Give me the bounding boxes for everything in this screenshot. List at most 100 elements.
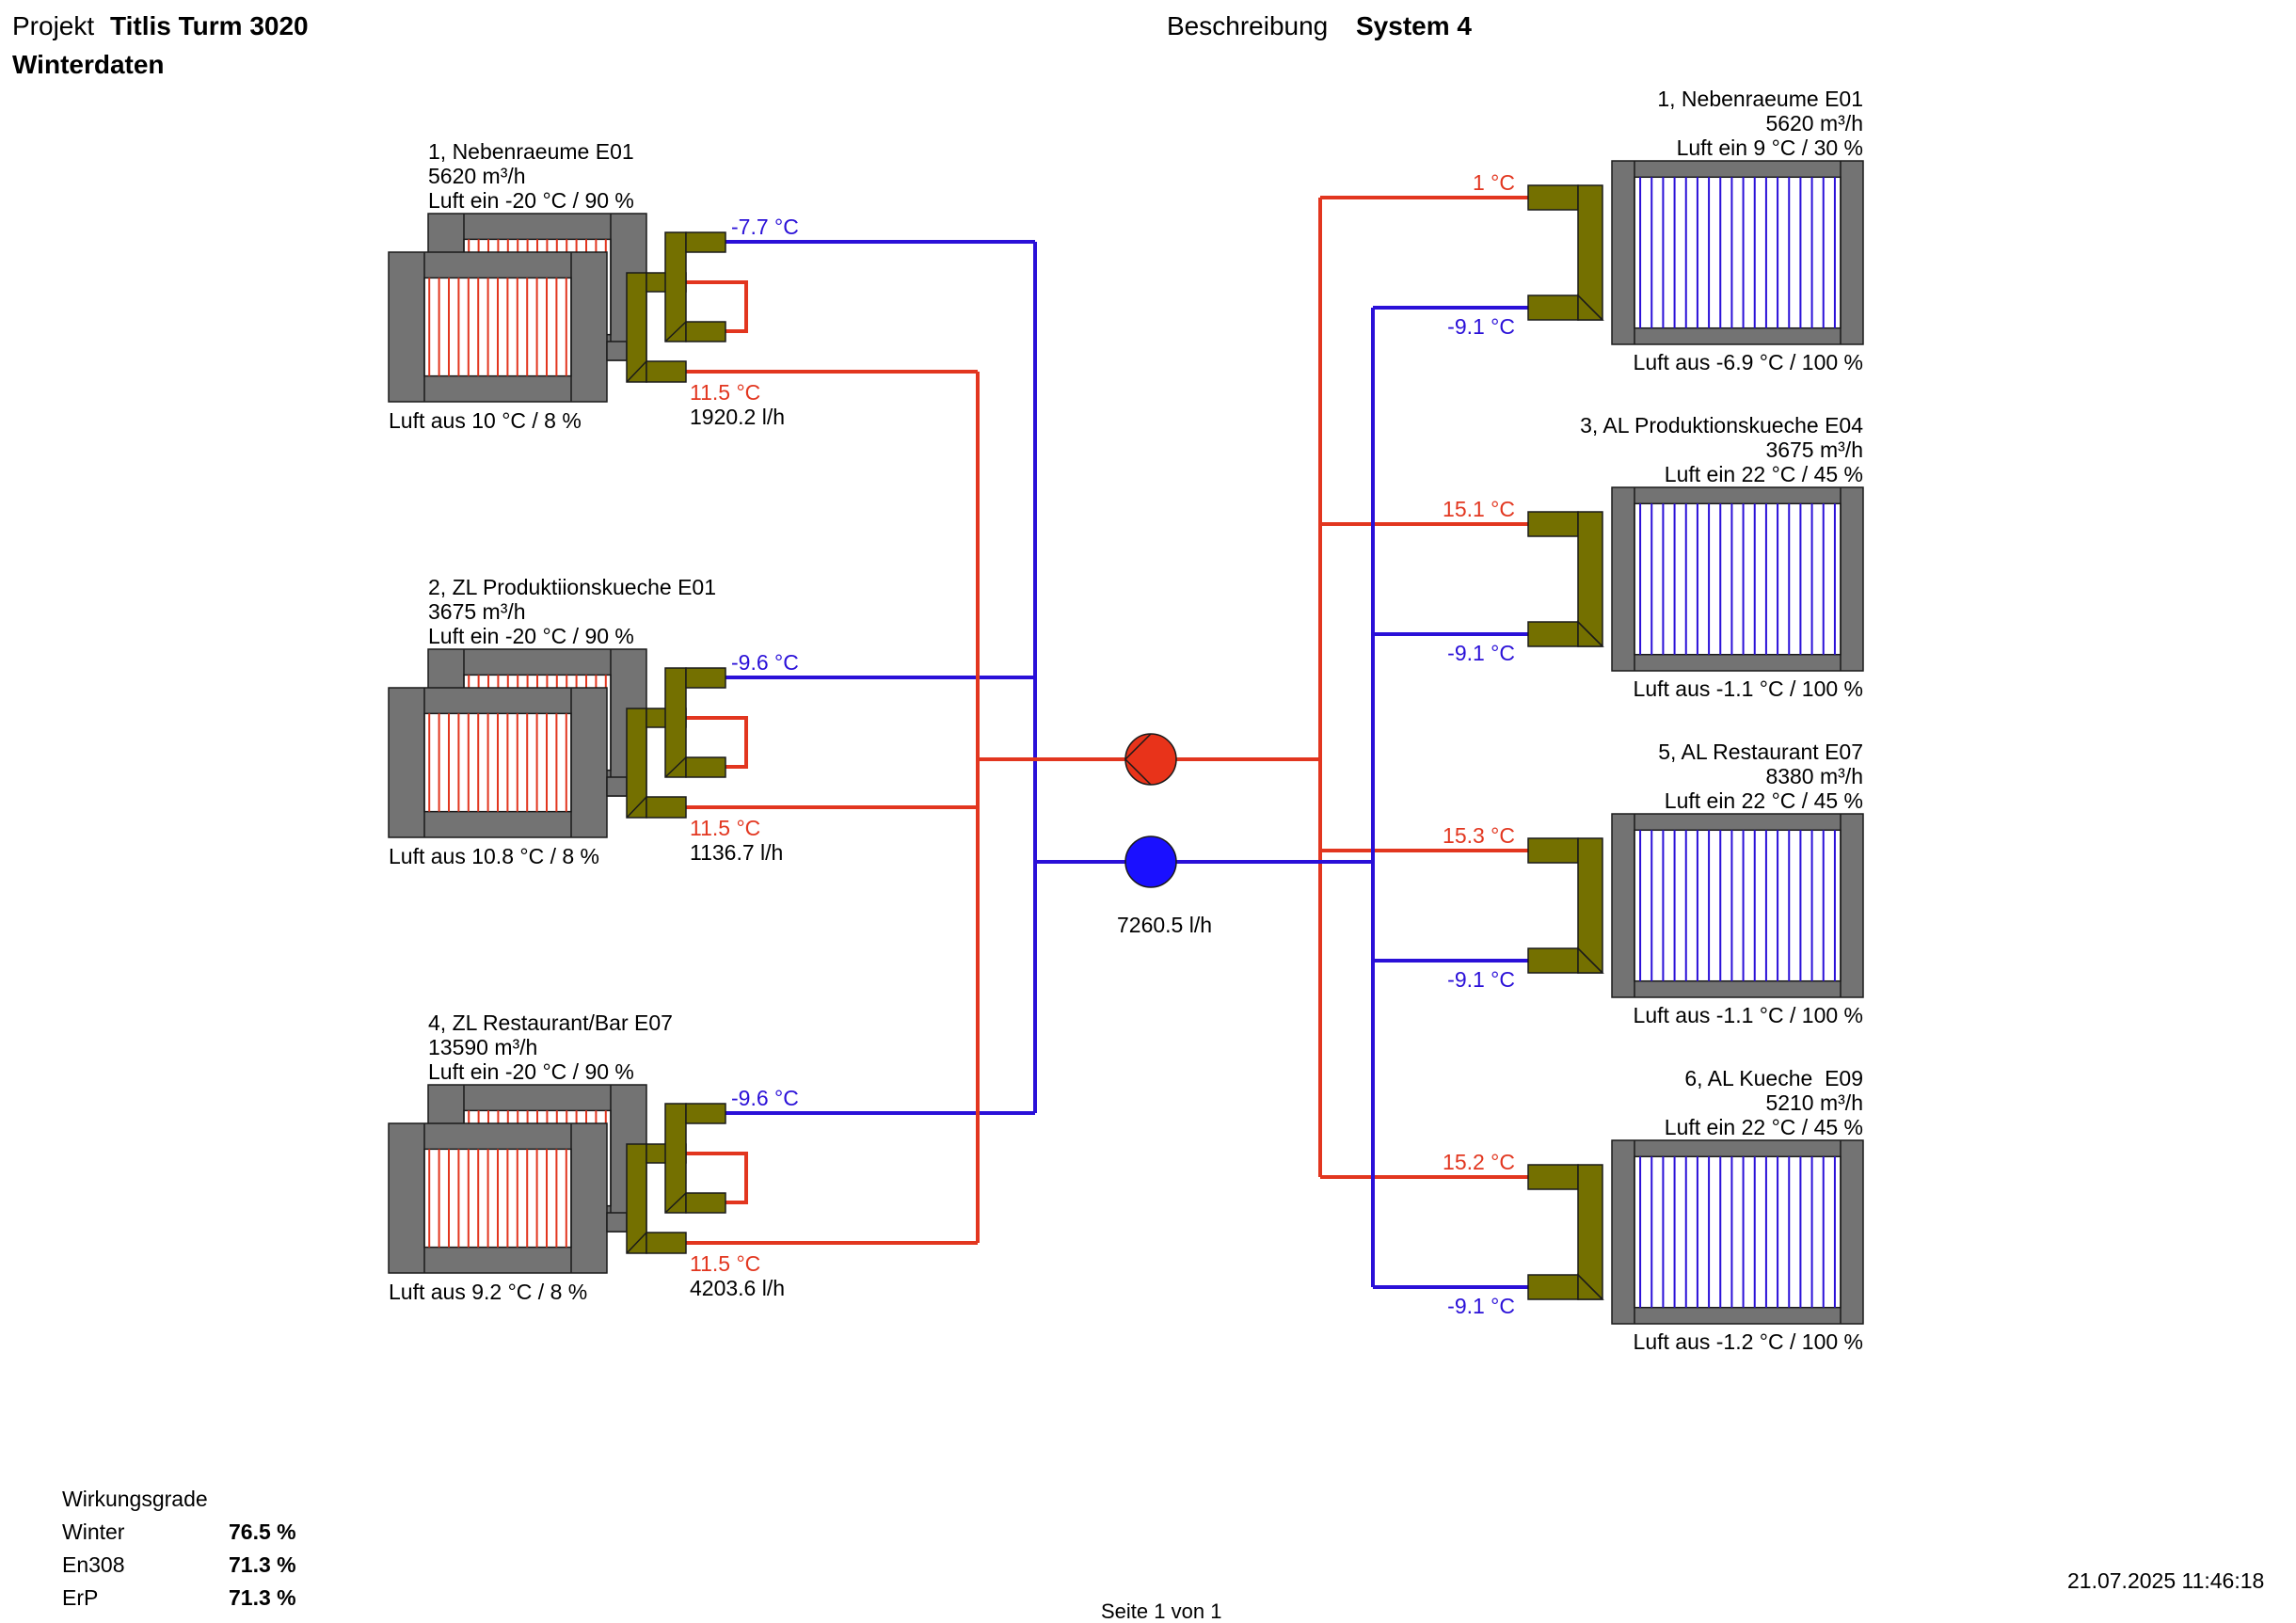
connector-inlet-arm <box>1527 511 1579 537</box>
connector-miter <box>626 796 647 819</box>
exhaust-bypass-loop <box>686 716 748 769</box>
coil-core <box>1634 1155 1842 1309</box>
unit-airflow: 3675 m³/h <box>1765 438 1863 462</box>
total-flow-label: 7260.5 l/h <box>1117 913 1213 937</box>
connector-bypass-arm <box>685 756 726 778</box>
water-in-temp: -9.6 °C <box>731 1086 799 1110</box>
connector-inlet-arm <box>1527 184 1579 211</box>
water-flow: 4203.6 l/h <box>690 1276 786 1300</box>
unit-name: 4, ZL Restaurant/Bar E07 <box>428 1010 673 1035</box>
air-in-label: Luft ein 22 °C / 45 % <box>1664 462 1863 486</box>
water-in-temp: -9.6 °C <box>731 650 799 675</box>
connector-miter <box>664 1192 687 1214</box>
coil-core <box>1634 829 1842 982</box>
water-out-temp: 11.5 °C <box>690 816 761 840</box>
water-out-temp: -9.1 °C <box>1447 967 1515 992</box>
air-out-label: Luft aus 9.2 °C / 8 % <box>389 1280 588 1304</box>
efficiency-label-en308: En308 <box>62 1552 125 1577</box>
unit-airflow: 5620 m³/h <box>428 164 526 188</box>
air-out-label: Luft aus -6.9 °C / 100 % <box>1633 350 1863 374</box>
water-in-temp: 15.2 °C <box>1443 1150 1515 1174</box>
connector-inlet-arm <box>685 667 726 689</box>
exhaust-coil-front <box>388 1122 608 1274</box>
water-out-temp: 11.5 °C <box>690 380 761 405</box>
water-out-temp: 11.5 °C <box>690 1251 761 1276</box>
unit-airflow: 13590 m³/h <box>428 1035 538 1059</box>
water-flow: 1136.7 l/h <box>690 840 784 865</box>
coil-link <box>606 341 628 361</box>
page-subtitle: Winterdaten <box>12 50 165 79</box>
connector-bypass-arm <box>685 321 726 342</box>
unit-name: 6, AL Kueche E09 <box>1684 1066 1863 1090</box>
connector-miter <box>664 321 687 342</box>
water-in-temp: 1 °C <box>1473 170 1515 195</box>
coil-link <box>606 776 628 797</box>
exhaust-coil-front <box>388 251 608 403</box>
water-flow: 1920.2 l/h <box>690 405 786 429</box>
air-out-label: Luft aus -1.1 °C / 100 % <box>1633 1003 1863 1027</box>
pumps-layer <box>1124 733 1177 888</box>
circulation-pump-icon <box>1124 733 1177 786</box>
connector-vertical <box>1577 184 1603 321</box>
connector-inlet-arm <box>685 231 726 253</box>
air-in-label: Luft ein -20 °C / 90 % <box>428 188 634 213</box>
pipes-layer <box>686 196 1528 1289</box>
unit-airflow: 5210 m³/h <box>1765 1090 1863 1115</box>
supply-unit-2 <box>1527 486 1864 672</box>
connector-outlet-arm <box>1527 1274 1579 1300</box>
coil-core <box>1634 176 1842 329</box>
air-in-label: Luft ein 22 °C / 45 % <box>1664 788 1863 813</box>
exhaust-bypass-loop <box>686 1152 748 1204</box>
efficiency-label-winter: Winter <box>62 1520 125 1544</box>
air-out-label: Luft aus 10 °C / 8 % <box>389 408 582 433</box>
connector-vertical <box>1577 837 1603 974</box>
connector-vertical <box>626 1143 647 1254</box>
unit-airflow: 3675 m³/h <box>428 599 526 624</box>
supply-unit-4 <box>1527 1139 1864 1325</box>
exhaust-unit-3 <box>388 1084 726 1274</box>
water-in-temp: 15.3 °C <box>1443 823 1515 848</box>
exhaust-unit-1 <box>388 213 726 403</box>
connector-miter <box>626 1232 647 1254</box>
connector-vertical <box>1577 511 1603 647</box>
water-in-temp: 15.1 °C <box>1443 497 1515 521</box>
unit-name: 1, Nebenraeume E01 <box>1657 87 1863 111</box>
supply-coil <box>1611 160 1864 345</box>
unit-name: 1, Nebenraeume E01 <box>428 139 634 164</box>
unit-name: 2, ZL Produktiionskueche E01 <box>428 575 716 599</box>
page-number: Seite 1 von 1 <box>1101 1599 1222 1623</box>
water-in-temp: -7.7 °C <box>731 215 799 239</box>
connector-outlet-arm <box>646 1232 687 1254</box>
supply-coil <box>1611 813 1864 998</box>
description-value: System 4 <box>1356 11 1472 40</box>
exhaust-bypass-loop <box>686 280 748 333</box>
connector-inlet-arm <box>1527 1164 1579 1190</box>
description-label: Beschreibung <box>1167 11 1329 40</box>
supply-coil <box>1611 486 1864 672</box>
unit-name: 5, AL Restaurant E07 <box>1658 740 1863 764</box>
water-out-temp: -9.1 °C <box>1447 641 1515 665</box>
exhaust-coil-front <box>388 687 608 838</box>
unit-name: 3, AL Produktionskueche E04 <box>1580 413 1863 438</box>
air-out-label: Luft aus -1.2 °C / 100 % <box>1633 1329 1863 1354</box>
connector-vertical-2 <box>664 231 687 342</box>
connector-inlet-arm <box>685 1103 726 1124</box>
air-in-label: Luft ein -20 °C / 90 % <box>428 1059 634 1084</box>
connector-inlet-arm <box>1527 837 1579 864</box>
project-label: Projekt <box>12 11 95 40</box>
efficiency-title: Wirkungsgrade <box>62 1487 208 1511</box>
connector-miter-line <box>1577 1274 1603 1300</box>
connector-outlet-arm <box>1527 621 1579 647</box>
air-out-label: Luft aus 10.8 °C / 8 % <box>389 844 599 868</box>
connector-miter-line <box>1577 294 1603 321</box>
pump-body <box>1124 835 1177 888</box>
connector-vertical <box>626 708 647 819</box>
timestamp: 21.07.2025 11:46:18 <box>2067 1568 2265 1593</box>
air-in-label: Luft ein -20 °C / 90 % <box>428 624 634 648</box>
connector-miter <box>626 360 647 383</box>
pump-body <box>1124 733 1177 786</box>
pump-node-icon <box>1124 835 1177 888</box>
unit-airflow: 5620 m³/h <box>1765 111 1863 135</box>
connector-vertical <box>626 272 647 383</box>
